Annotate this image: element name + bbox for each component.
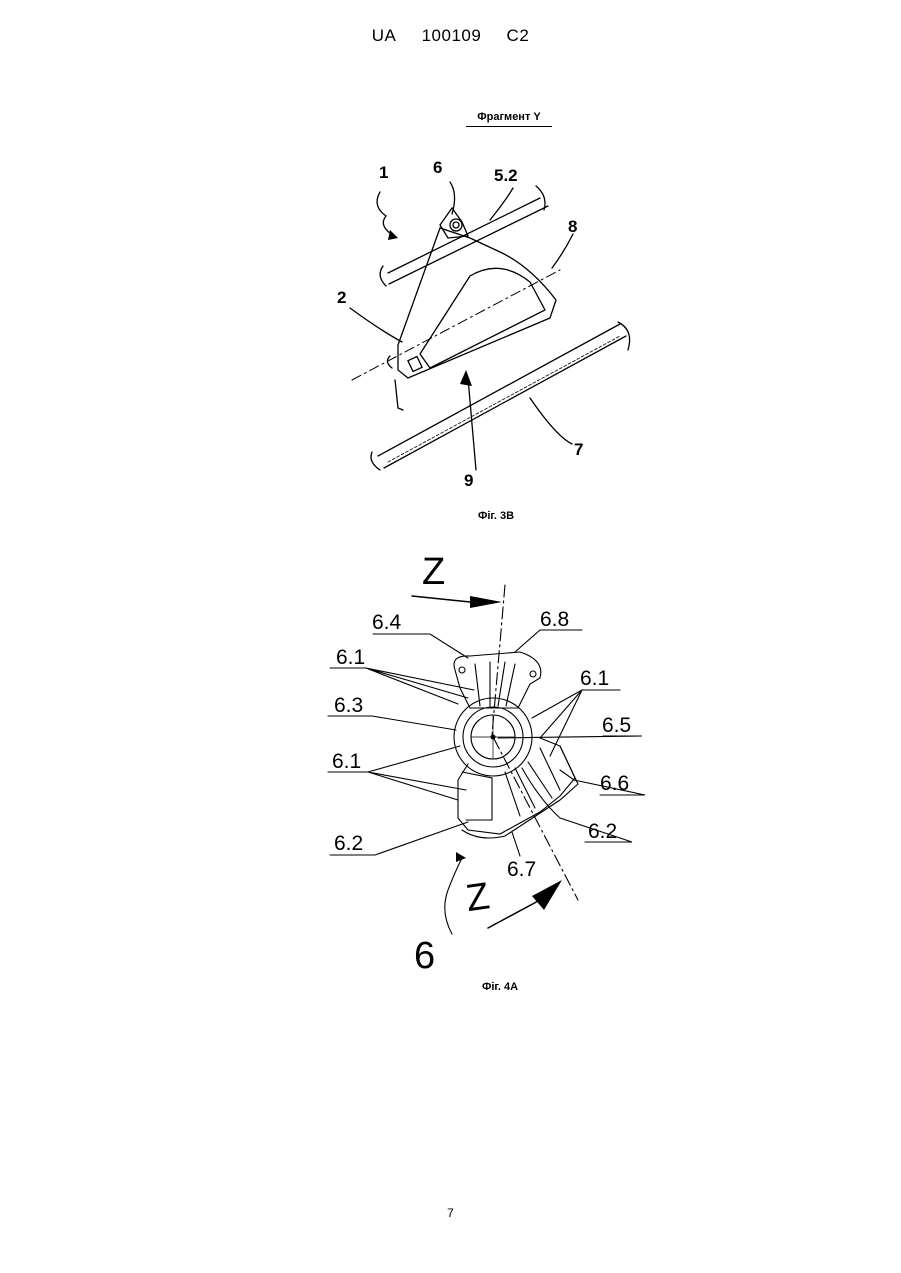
- label-6-4: 6.4: [372, 611, 402, 634]
- label-6-3: 6.3: [334, 694, 363, 717]
- label-6-2-right: 6.2: [588, 820, 617, 843]
- label-6-1-right: 6.1: [580, 667, 609, 690]
- label-z-bottom: Z: [463, 875, 492, 920]
- label-z-top: Z: [422, 551, 445, 593]
- label-6-1-left-top: 6.1: [336, 646, 365, 669]
- page-number: 7: [0, 1206, 901, 1220]
- label-6-8: 6.8: [540, 608, 569, 631]
- label-6-1-left-bottom: 6.1: [332, 750, 361, 773]
- label-6-2-left: 6.2: [334, 832, 363, 855]
- label-6-7: 6.7: [507, 858, 536, 881]
- figure-4a-caption: Фіг. 4А: [440, 981, 560, 993]
- label-6-6: 6.6: [600, 772, 629, 795]
- label-6-5: 6.5: [602, 714, 631, 737]
- label-6: 6: [414, 935, 435, 977]
